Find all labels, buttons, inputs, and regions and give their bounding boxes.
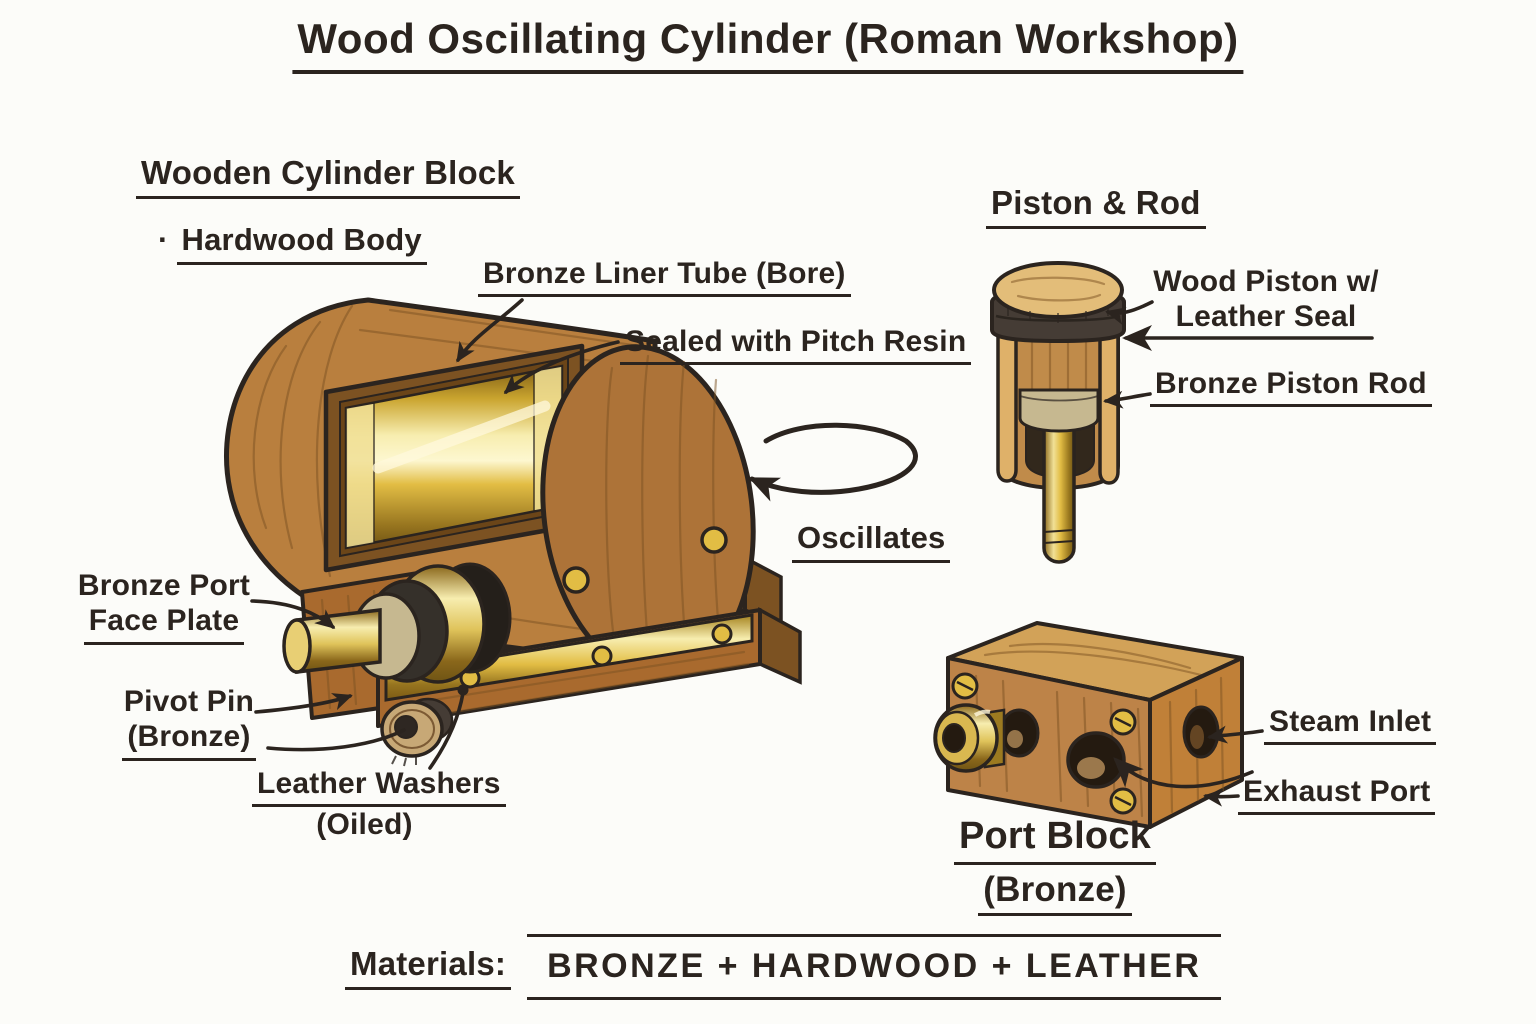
heading-wooden-cylinder-block: Wooden Cylinder Block <box>136 154 520 199</box>
callout-wood-piston: Wood Piston w/ Leather Seal <box>1153 265 1379 334</box>
bullet-dot: · <box>158 222 169 257</box>
piston-rod-illustration <box>990 261 1126 564</box>
callout-pivot-pin: Pivot Pin (Bronze) <box>104 684 274 761</box>
pivot-pin-washer <box>380 697 454 767</box>
arrow-wood-piston-curve <box>1105 300 1154 325</box>
bullet-hardwood-body: ·Hardwood Body <box>158 222 427 265</box>
arrow-pivot-pin <box>254 693 353 714</box>
base-lower-tier <box>376 607 802 728</box>
heading-port-block: Port Block (Bronze) <box>935 814 1175 917</box>
page-title-text: Wood Oscillating Cylinder (Roman Worksho… <box>292 14 1244 74</box>
arrow-bronze-piston-rod <box>1103 390 1152 409</box>
page-title: Wood Oscillating Cylinder (Roman Worksho… <box>292 14 1244 74</box>
piston-cap <box>992 261 1124 319</box>
base-face-dot <box>457 684 469 696</box>
wooden-cylinder-body <box>224 297 756 680</box>
cylinder-block-illustration <box>224 297 802 767</box>
bronze-piston-rod <box>1042 422 1076 564</box>
piston-rail-left <box>996 328 1018 483</box>
callout-bronze-piston-rod: Bronze Piston Rod <box>1150 366 1432 408</box>
arrow-port-face-plate <box>250 599 336 629</box>
connector-pivot-pin-washer <box>266 728 406 752</box>
bronze-collar <box>1018 388 1100 433</box>
callout-leather-washers: Leather Washers (Oiled) <box>252 766 506 843</box>
arrow-steam-inlet <box>1207 725 1264 744</box>
materials-value: BRONZE + HARDWOOD + LEATHER <box>527 934 1222 1001</box>
port-face-plate-assembly <box>282 562 512 684</box>
arrow-exhaust-port <box>1203 788 1240 807</box>
port-block-screws <box>951 672 1137 815</box>
materials-label: Materials: <box>345 945 512 990</box>
connector-leather-washers <box>428 691 465 770</box>
piston-rail-right <box>1098 328 1120 485</box>
callout-steam-inlet: Steam Inlet <box>1264 704 1437 746</box>
callout-bronze-port-face-plate: Bronze Port Face Plate <box>66 568 262 645</box>
callout-pitch-resin: Sealed with Pitch Resin <box>620 324 972 366</box>
arrow-bronze-liner <box>456 298 524 363</box>
bronze-fitting <box>933 703 1006 773</box>
arrow-oscillates <box>748 422 918 502</box>
materials-footer: Materials: BRONZE + HARDWOOD + LEATHER <box>345 934 1222 1001</box>
callout-oscillates: Oscillates <box>792 520 951 563</box>
port-block-illustration <box>933 621 1244 829</box>
arrow-exhaust-flow <box>1113 757 1254 789</box>
callout-bronze-liner-tube: Bronze Liner Tube (Bore) <box>478 256 851 298</box>
arrow-pitch-resin <box>503 340 620 395</box>
disc-rivet <box>562 566 590 594</box>
callout-exhaust-port: Exhaust Port <box>1238 774 1436 816</box>
heading-piston-rod: Piston & Rod <box>986 184 1206 229</box>
callout-arrows <box>250 298 1374 807</box>
disc-rivet <box>700 526 728 554</box>
